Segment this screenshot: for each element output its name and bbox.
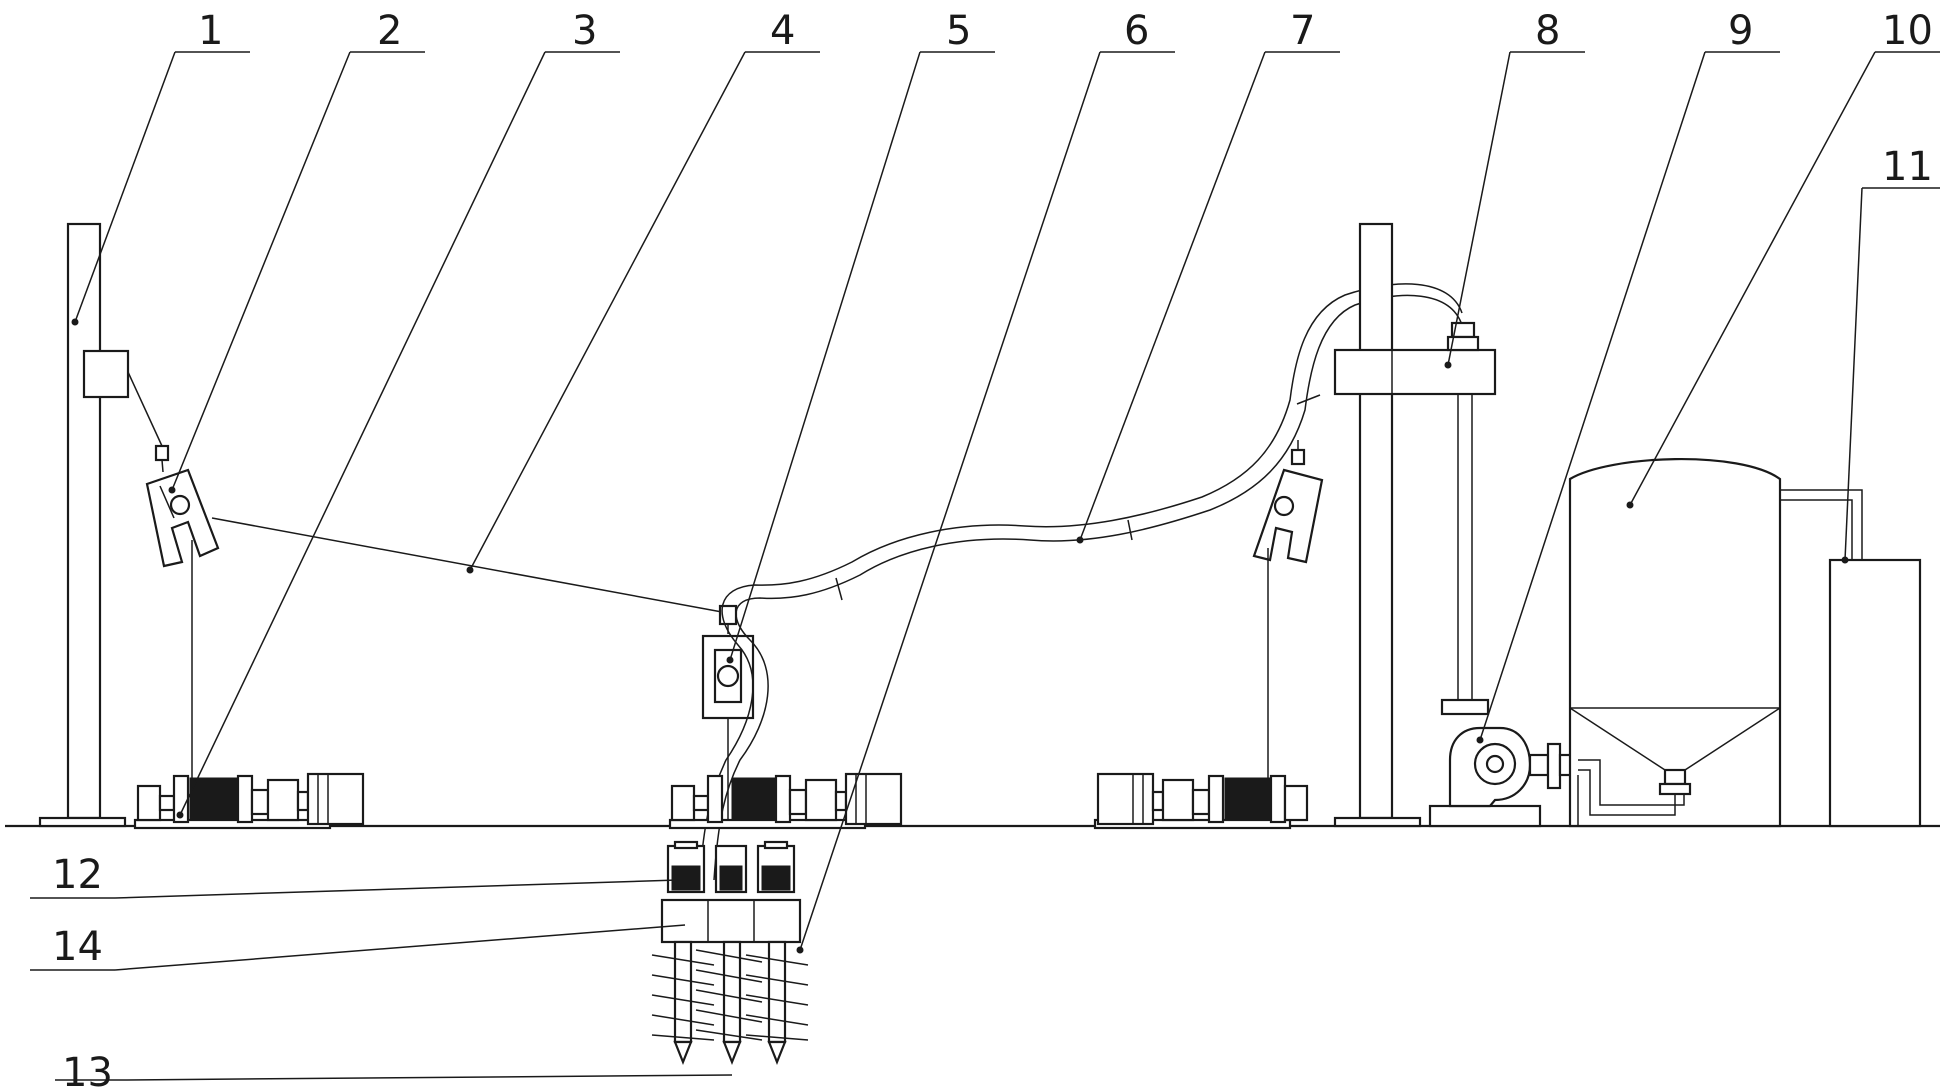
center-winch bbox=[668, 772, 903, 830]
right-support-column bbox=[1333, 222, 1497, 828]
callout-11: 11 bbox=[1882, 144, 1933, 190]
callout-9: 9 bbox=[1728, 8, 1753, 54]
left-support-column bbox=[38, 222, 130, 828]
callout-10: 10 bbox=[1882, 8, 1933, 54]
callout-13: 13 bbox=[62, 1050, 113, 1092]
vertical-grout-pipe bbox=[1440, 394, 1490, 716]
callout-8: 8 bbox=[1535, 8, 1560, 54]
callout-12: 12 bbox=[52, 852, 103, 898]
haul-cable bbox=[211, 517, 723, 613]
drill-gearbox bbox=[660, 898, 802, 944]
callout-4: 4 bbox=[770, 8, 795, 54]
callout-5: 5 bbox=[946, 8, 971, 54]
drill-motors bbox=[666, 840, 796, 894]
callout-14: 14 bbox=[52, 924, 103, 970]
callout-labels: 1 2 3 4 5 6 7 8 9 10 11 12 14 13 bbox=[52, 8, 1933, 1092]
grout-pump bbox=[1428, 726, 1580, 828]
auger-shafts bbox=[651, 940, 809, 1065]
control-cabinet bbox=[1780, 489, 1922, 828]
callout-2: 2 bbox=[377, 8, 402, 54]
callout-3: 3 bbox=[572, 8, 597, 54]
right-winch bbox=[1093, 772, 1309, 830]
callout-7: 7 bbox=[1290, 8, 1315, 54]
grout-tank bbox=[1568, 458, 1782, 828]
grout-hose bbox=[699, 283, 1463, 881]
left-winch bbox=[133, 772, 365, 830]
callout-1: 1 bbox=[198, 8, 223, 54]
callout-6: 6 bbox=[1124, 8, 1149, 54]
left-pulley-block bbox=[127, 371, 220, 568]
leader-lines bbox=[30, 51, 1940, 1081]
right-pulley-block bbox=[1252, 440, 1324, 564]
